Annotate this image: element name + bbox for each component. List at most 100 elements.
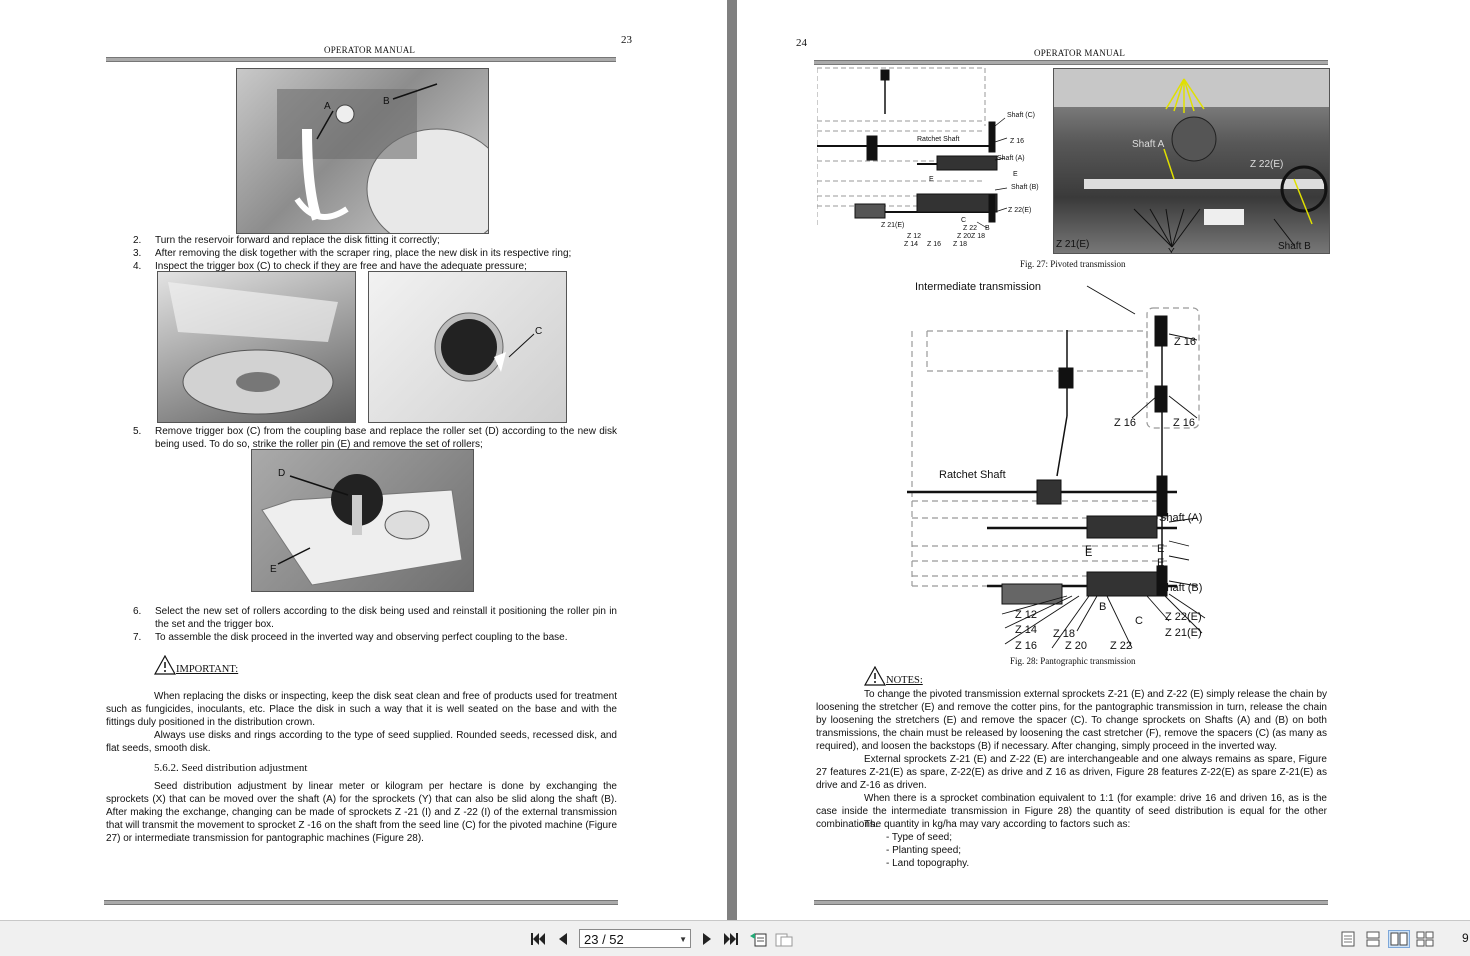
roller-set-drawing: D E bbox=[261, 468, 463, 586]
label-z14: Z 14 bbox=[904, 241, 918, 248]
label-ratchet-shaft: Ratchet Shaft bbox=[939, 469, 1006, 481]
previous-view-icon bbox=[750, 933, 767, 947]
factor-item: - Type of seed; bbox=[886, 832, 952, 843]
photo-label-b: B bbox=[383, 96, 390, 107]
warning-icon bbox=[863, 665, 887, 686]
label-z22e: Z 22(E) bbox=[1165, 611, 1202, 623]
viewer-toolbar: 23 / 52 ▼ 9 bbox=[0, 920, 1470, 956]
first-page-button[interactable] bbox=[529, 930, 547, 948]
continuous-view-button[interactable] bbox=[1364, 930, 1382, 948]
label-shaft-c: Shaft (C) bbox=[1007, 112, 1035, 119]
factor-item: - Planting speed; bbox=[886, 845, 962, 856]
page-number: 24 bbox=[796, 37, 807, 49]
document-page-23: 23 OPERATOR MANUAL A B 2.Turn the reserv… bbox=[0, 0, 727, 920]
page-header: OPERATOR MANUAL bbox=[1034, 48, 1126, 58]
continuous-facing-view-button[interactable] bbox=[1416, 930, 1434, 948]
paragraph-seed-adjustment: Seed distribution adjustment by linear m… bbox=[106, 781, 617, 844]
single-page-icon bbox=[1341, 931, 1355, 947]
first-page-icon bbox=[531, 933, 545, 945]
label-z16: Z 16 bbox=[1010, 138, 1024, 145]
label-z16: Z 16 bbox=[1173, 417, 1195, 429]
continuous-facing-icon bbox=[1416, 931, 1434, 947]
header-rule bbox=[814, 60, 1328, 65]
chevron-down-icon[interactable]: ▼ bbox=[679, 935, 687, 944]
label-z21e: Z 21(E) bbox=[1165, 627, 1202, 639]
photo-label-z21e: Z 21(E) bbox=[1056, 239, 1089, 250]
paragraph-factors-intro: The quantity in kg/ha may vary according… bbox=[864, 819, 1131, 830]
label-z14: Z 14 bbox=[1015, 624, 1037, 636]
continuous-page-icon bbox=[1366, 931, 1380, 947]
roller-set-photo: D E bbox=[251, 449, 474, 592]
label-e: E bbox=[1085, 547, 1092, 559]
footer-rule bbox=[814, 900, 1328, 905]
notes-label: NOTES: bbox=[863, 665, 923, 686]
label-z18: Z 18 bbox=[971, 233, 985, 240]
label-e: E bbox=[1013, 171, 1018, 178]
facing-view-button[interactable] bbox=[1388, 930, 1410, 948]
trigger-box-photo: C bbox=[368, 271, 567, 423]
pantographic-transmission-diagram: Intermediate transmission Z 16 Z 16 Z 16… bbox=[907, 281, 1206, 652]
label-shaft-b: Shaft (B) bbox=[1159, 582, 1202, 594]
disk-photo-drawing: A B bbox=[277, 83, 488, 233]
step-5: 5.Remove trigger box (C) from the coupli… bbox=[133, 426, 617, 450]
next-page-button[interactable] bbox=[698, 930, 716, 948]
photo-label-shaft-a: Shaft A bbox=[1132, 139, 1165, 150]
label-shaft-b: Shaft (B) bbox=[1011, 184, 1039, 191]
label-ratchet-shaft: Ratchet Shaft bbox=[917, 136, 959, 143]
disk-ring-drawing bbox=[168, 282, 338, 415]
photo-label-a: A bbox=[324, 101, 331, 112]
last-page-icon bbox=[724, 933, 738, 945]
paragraph-sprocket-change: To change the pivoted transmission exter… bbox=[816, 689, 1327, 752]
photo-label-e: E bbox=[270, 564, 277, 575]
single-page-view-button[interactable] bbox=[1339, 930, 1357, 948]
page-number: 23 bbox=[621, 34, 632, 46]
label-z22: Z 22 bbox=[1110, 640, 1132, 652]
label-c: C bbox=[961, 217, 966, 224]
label-f: F bbox=[1085, 544, 1092, 556]
next-page-icon bbox=[703, 933, 711, 945]
label-c: C bbox=[1135, 615, 1143, 627]
previous-page-icon bbox=[559, 933, 567, 945]
step-6: 6.Select the new set of rollers accordin… bbox=[133, 606, 617, 630]
pivoted-transmission-photo-drawing: Shaft A Z 22(E) Z 21(E) Y Shaft B bbox=[1054, 69, 1329, 253]
page-number-input[interactable]: 23 / 52 ▼ bbox=[579, 929, 691, 948]
label-z22: Z 22 bbox=[963, 225, 977, 232]
photo-label-d: D bbox=[278, 468, 285, 479]
label-e: E bbox=[929, 176, 934, 183]
label-z20: Z 20 bbox=[957, 233, 971, 240]
next-view-button[interactable] bbox=[775, 930, 793, 948]
section-title: 5.6.2. Seed distribution adjustment bbox=[154, 762, 308, 774]
label-z12: Z 12 bbox=[907, 233, 921, 240]
figure-28-caption: Fig. 28: Pantographic transmission bbox=[1010, 656, 1136, 666]
figure-27-caption: Fig. 27: Pivoted transmission bbox=[1020, 259, 1126, 269]
label-z21e: Z 21(E) bbox=[881, 222, 904, 229]
label-z20: Z 20 bbox=[1065, 640, 1087, 652]
label-z16: Z 16 bbox=[927, 241, 941, 248]
label-z22e: Z 22(E) bbox=[1008, 207, 1031, 214]
paragraph-ratio: When there is a sprocket combination equ… bbox=[816, 793, 1327, 830]
label-e: E bbox=[1157, 557, 1164, 569]
photo-label-y: Y bbox=[1168, 247, 1175, 253]
label-e: E bbox=[1157, 543, 1164, 555]
footer-rule bbox=[104, 900, 618, 905]
label-z16: Z 16 bbox=[1114, 417, 1136, 429]
label-z18: Z 18 bbox=[1053, 628, 1075, 640]
previous-view-button[interactable] bbox=[749, 930, 767, 948]
next-view-icon bbox=[775, 933, 793, 947]
label-z16: Z 16 bbox=[1015, 640, 1037, 652]
paragraph-disk-care: When replacing the disks or inspecting, … bbox=[106, 691, 617, 728]
label-shaft-a: Shaft (A) bbox=[997, 155, 1025, 162]
zoom-level[interactable]: 9 bbox=[1462, 931, 1469, 945]
previous-page-button[interactable] bbox=[554, 930, 572, 948]
photo-label-z22e: Z 22(E) bbox=[1250, 159, 1283, 170]
photo-label-shaft-b: Shaft B bbox=[1278, 241, 1311, 252]
page-header: OPERATOR MANUAL bbox=[324, 45, 416, 55]
document-page-24: 24 OPERATOR MANUAL Sh bbox=[737, 0, 1470, 920]
last-page-button[interactable] bbox=[722, 930, 740, 948]
photo-label-c: C bbox=[535, 326, 542, 337]
warning-icon bbox=[153, 654, 177, 675]
header-rule bbox=[106, 57, 616, 62]
label-z16: Z 16 bbox=[1174, 336, 1196, 348]
paragraph-disk-types: Always use disks and rings according to … bbox=[106, 730, 617, 754]
label-z18: Z 18 bbox=[953, 241, 967, 248]
